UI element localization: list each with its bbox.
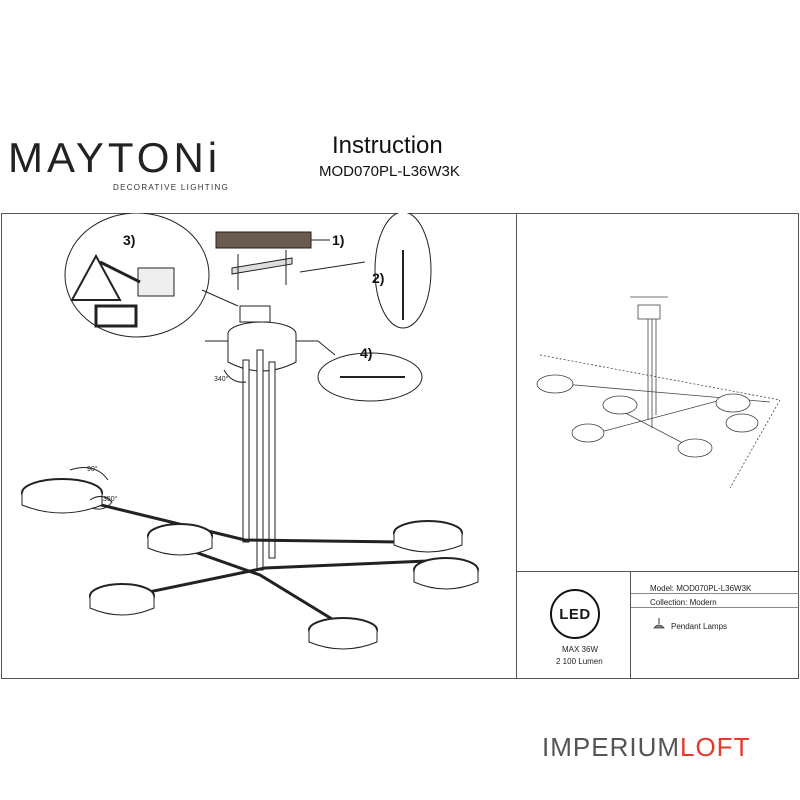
frame-divider-horizontal xyxy=(516,571,799,572)
arm-2 xyxy=(109,558,451,602)
lumen-output: 2 100 Lumen xyxy=(556,657,603,666)
spec-separator xyxy=(631,593,799,594)
step2-leader xyxy=(299,261,366,273)
rotation-arc-90 xyxy=(69,467,109,481)
frame-divider-vertical xyxy=(516,213,517,679)
angle-340-label: 340° xyxy=(214,375,229,383)
imperiumloft-logo: IMPERIUMLOFT xyxy=(542,732,750,763)
angle-90-label: 90° xyxy=(87,465,98,473)
dimension-diagram xyxy=(536,296,781,489)
brand-tagline: DECORATIVE LIGHTING xyxy=(113,183,230,192)
step4-label: 4) xyxy=(360,345,372,361)
rotation-arc-350 xyxy=(89,496,113,510)
terminal-block xyxy=(94,304,138,328)
spec-separator xyxy=(631,607,799,608)
rod-left xyxy=(242,359,250,543)
step3-label: 3) xyxy=(123,232,135,248)
model-number: MOD070PL-L36W3K xyxy=(319,163,460,180)
rotation-arc-340 xyxy=(223,369,247,383)
max-power: MAX 36W xyxy=(562,645,599,654)
collection-line: Collection: Modern xyxy=(650,598,717,607)
angle-350-label: 350° xyxy=(103,495,118,503)
assembly-diagram: 1) 2) 3) 4) 340° 90° 350° xyxy=(21,213,479,650)
logo-main: IMPERIUM xyxy=(542,732,680,762)
page-title: Instruction xyxy=(332,132,443,159)
brand-logo: MAYTONi xyxy=(8,134,222,181)
rod-right xyxy=(268,361,276,559)
step3-leader xyxy=(201,289,239,307)
led-badge: LED xyxy=(550,589,600,639)
logo-accent: LOFT xyxy=(680,732,751,762)
step1-label: 1) xyxy=(332,232,344,248)
pendant-lamp-icon xyxy=(653,618,665,629)
spec-divider-vertical xyxy=(630,571,631,679)
rod-center xyxy=(256,349,264,571)
arm-1 xyxy=(59,493,401,544)
product-type: Pendant Lamps xyxy=(671,622,728,631)
step4-leader xyxy=(317,340,336,356)
arm-3 xyxy=(174,543,351,632)
step2-label: 2) xyxy=(372,270,384,286)
electric-warning-icon xyxy=(70,253,122,301)
mounting-bracket xyxy=(231,257,293,275)
ceiling-block xyxy=(215,231,312,249)
connector xyxy=(137,267,175,297)
model-line: Model: MOD070PL-L36W3K xyxy=(650,584,752,593)
